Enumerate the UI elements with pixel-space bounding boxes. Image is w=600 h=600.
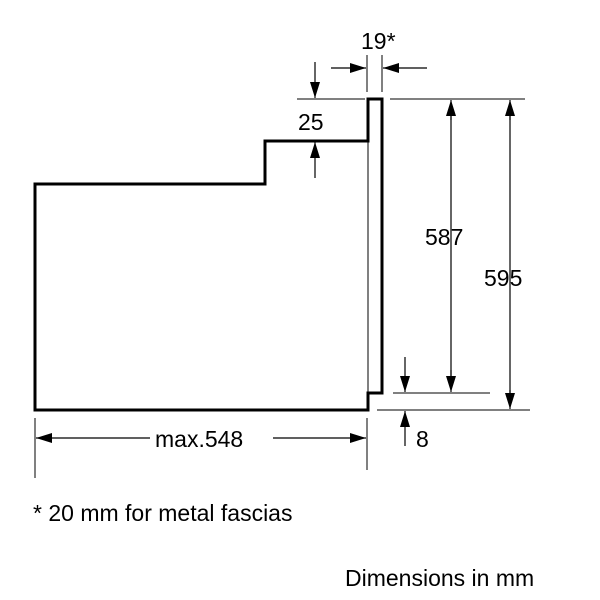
appliance-body-outline (33, 97, 384, 412)
footnote: * 20 mm for metal fascias (33, 500, 292, 526)
dim-label-depth: max.548 (155, 426, 243, 452)
dim-label-total-height: 595 (484, 265, 522, 291)
reference-lines (34, 55, 530, 478)
dim-label-inner-height: 587 (425, 224, 463, 250)
dim-label-bottom-offset: 8 (416, 426, 429, 452)
dim-label-top-step: 25 (298, 109, 324, 135)
dim-label-panel-thickness: 19* (361, 28, 396, 54)
units-note: Dimensions in mm (345, 565, 534, 591)
